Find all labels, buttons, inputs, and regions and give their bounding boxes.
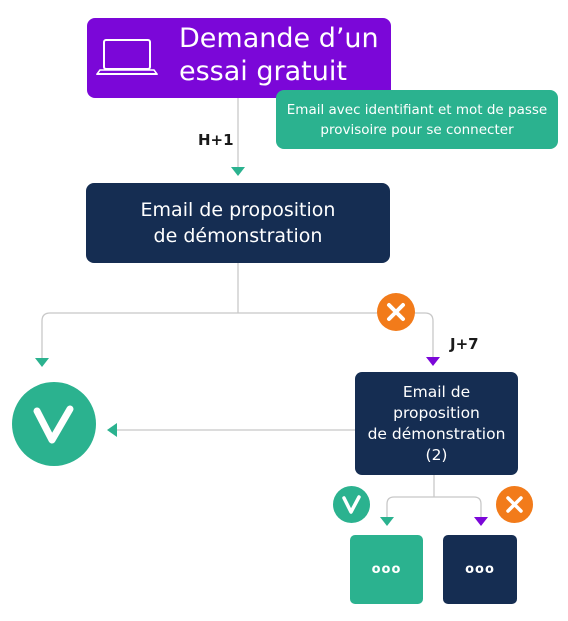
- arrow-head-to-next-failure: [474, 517, 488, 526]
- email-credentials-note: Email avec identifiant et mot de passe p…: [276, 90, 558, 149]
- more-dots-text: ooo: [465, 562, 495, 577]
- arrow-head-to-email1: [231, 167, 245, 176]
- more-dots-text: ooo: [371, 562, 402, 577]
- next-step-success-box: ooo: [350, 535, 423, 604]
- laptop-icon: [96, 39, 158, 75]
- email-step-1-text: Email de proposition de démonstration: [140, 199, 336, 247]
- email-step-1-box: Email de proposition de démonstration: [86, 183, 390, 263]
- check-circle-icon: [12, 382, 96, 466]
- arrow-head-to-next-success: [380, 517, 394, 526]
- trial-request-title: Demande d’un essai gratuit: [179, 23, 379, 87]
- x-circle-icon: [496, 486, 533, 523]
- x-circle-icon: [377, 293, 415, 331]
- arrow-head-to-big-check: [107, 423, 117, 437]
- email-credentials-note-text: Email avec identifiant et mot de passe p…: [286, 101, 548, 138]
- email-step-2-box: Email de proposition de démonstration (2…: [355, 372, 518, 475]
- delay-label-j7: J+7: [450, 335, 479, 353]
- arrow-head-to-email2: [426, 357, 440, 366]
- email-step-2-text: Email de proposition de démonstration (2…: [367, 382, 506, 464]
- trial-request-box: Demande d’un essai gratuit: [87, 18, 391, 98]
- next-step-failure-box: ooo: [443, 535, 517, 604]
- delay-label-h1: H+1: [198, 131, 234, 149]
- arrow-head-to-success: [35, 358, 49, 367]
- check-circle-icon: [333, 486, 370, 523]
